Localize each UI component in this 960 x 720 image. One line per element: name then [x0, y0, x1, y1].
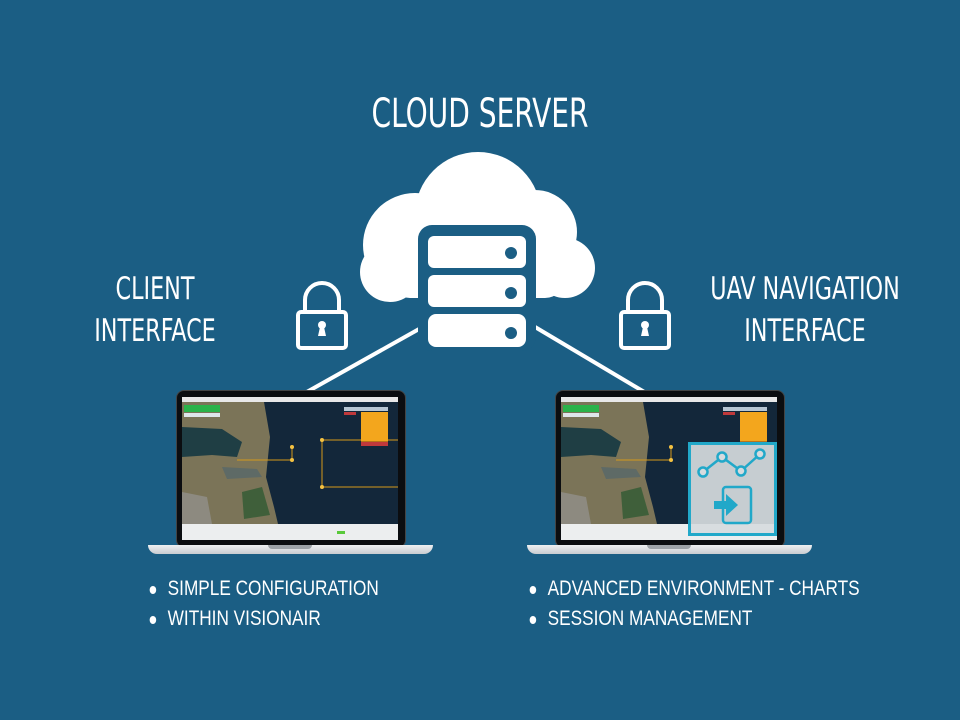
client-title-line1: CLIENT — [115, 271, 195, 307]
laptop-notch — [268, 545, 312, 549]
status-subpanel — [184, 413, 220, 417]
mission-panel-alert — [344, 412, 356, 415]
line-chart-icon — [697, 448, 766, 478]
mission-panel-buttons — [361, 412, 388, 442]
statusbar-indicator — [337, 531, 345, 534]
list-item: ADVANCED ENVIRONMENT - CHARTS — [528, 574, 860, 604]
charts-session-overlay — [688, 442, 777, 536]
laptop-base — [148, 545, 433, 554]
satellite-map — [561, 402, 777, 524]
sign-in-icon — [714, 485, 753, 525]
app-menubar — [561, 397, 777, 402]
client-interface-screenshot — [182, 397, 398, 540]
app-statusbar — [182, 524, 398, 540]
client-interface-title: CLIENT INTERFACE — [63, 268, 247, 352]
uav-features-list: ADVANCED ENVIRONMENT - CHARTS SESSION MA… — [528, 574, 932, 634]
laptop-base — [527, 545, 812, 554]
laptop-notch — [647, 545, 691, 549]
edge-server-client — [304, 322, 429, 395]
uav-title-line1: UAV NAVIGATION — [710, 271, 900, 307]
client-features-list: SIMPLE CONFIGURATION WITHIN VISIONAIR — [148, 574, 429, 634]
uav-interface-title: UAV NAVIGATION INTERFACE — [705, 268, 905, 352]
status-panel — [563, 405, 599, 412]
edge-server-uav — [528, 322, 648, 395]
uav-title-line2: INTERFACE — [744, 313, 866, 349]
mission-panel-buttons — [740, 412, 767, 442]
list-item: SIMPLE CONFIGURATION — [148, 574, 379, 604]
status-subpanel — [563, 413, 599, 417]
app-menubar — [182, 397, 398, 402]
mission-panel-header — [344, 407, 388, 411]
status-panel — [184, 405, 220, 412]
overlay-icons — [697, 448, 766, 525]
list-item: WITHIN VISIONAIR — [148, 604, 379, 634]
list-item: SESSION MANAGEMENT — [528, 604, 860, 634]
uav-laptop — [527, 390, 812, 556]
client-laptop — [148, 390, 433, 556]
mission-panel-alert — [723, 412, 735, 415]
client-title-line2: INTERFACE — [94, 313, 216, 349]
mission-panel-stop — [361, 442, 388, 446]
mission-panel-header — [723, 407, 767, 411]
page-title: CLOUD SERVER — [371, 91, 589, 137]
